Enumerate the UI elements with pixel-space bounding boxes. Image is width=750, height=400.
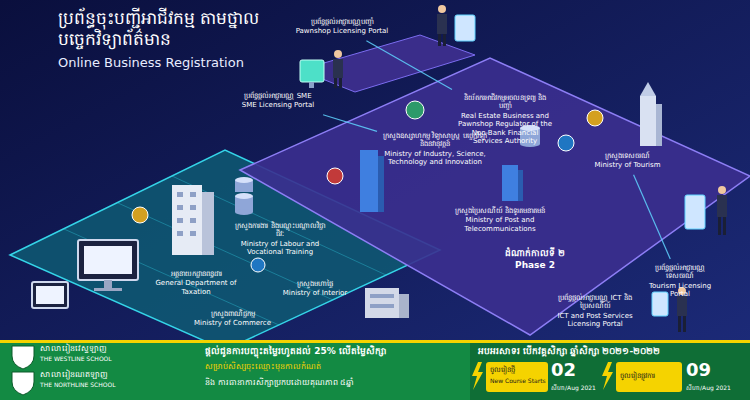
platform-shape: [240, 58, 750, 335]
subtitle: Online Business Registration: [58, 55, 278, 70]
page-title: ប្រព័ន្ធចុះបញ្ជីអាជីវកម្ម តាមថ្នាលបច្ចេក…: [58, 8, 278, 51]
school-name: THE NORTHLINE SCHOOL: [40, 382, 116, 389]
node-text: General Department of Taxation: [153, 279, 239, 296]
tourism-tower: [640, 82, 662, 146]
date-caption: ចូលរៀនផ្លូវការ: [620, 372, 655, 380]
school-name: សាលារៀនណតឡាញ: [40, 370, 108, 379]
promo-banner: [0, 340, 750, 400]
ministry-label: ក្រសួងឧស្សាហកម្ម វិទ្យាសាស្ត្រ បច្ចេកវិទ…: [380, 130, 490, 169]
node-heading: និយ័តករអាជីវកម្មអចលនទ្រព្យ និងបញ្ចាំ: [458, 94, 552, 111]
school-name: សាលារៀនវេស្ទឡាញ: [40, 344, 107, 353]
node-text: Phase 2: [495, 260, 575, 271]
ministry-label: ក្រសួងប្រៃសណីយ៍ និងទូរគមនាគមន៍Ministry o…: [450, 205, 550, 235]
promo-heading: អបអរសាទរ បើកវគ្គសិក្សា ឆ្នាំសិក្សា ២០២១-…: [478, 346, 660, 356]
office-building: [365, 288, 409, 318]
promo-text: និង ការធានាការសិក្សាប្រកបដោយគុណភាព ៥ឆ្នា…: [205, 378, 354, 387]
node-heading: ប្រព័ន្ធផ្តល់អាជ្ញាបណ្ណទេសចរណ៍: [643, 264, 717, 281]
ministry-label: ក្រសួងពាណិជ្ជកម្មMinistry of Commerce: [190, 308, 275, 330]
title-block: ប្រព័ន្ធចុះបញ្ជីអាជីវកម្ម តាមថ្នាលបច្ចេក…: [58, 8, 278, 70]
node-text: Ministry of Industry, Science, Technolog…: [383, 150, 487, 167]
ministry-label: ក្រសួងទេសចរណ៍Ministry of Tourism: [585, 150, 670, 172]
promo-text: សម្រាប់សិស្សចុះឈ្មោះមុនកាលកំណត់: [205, 362, 321, 371]
node-text: Tourism Licensing Portal: [643, 282, 717, 299]
node-heading: ក្រសួងមហាផ្ទៃ: [278, 280, 352, 288]
phase-one-platform: [10, 150, 440, 350]
date-caption: សីហា/Aug 2021: [551, 385, 596, 392]
node-heading: ក្រសួងប្រៃសណីយ៍ និងទូរគមនាគមន៍: [453, 207, 547, 215]
portal-label: ប្រព័ន្ធផ្តល់អាជ្ញាបណ្ណ SMESME Licensing…: [228, 90, 328, 112]
node-heading: ប្រព័ន្ធផ្តល់អាជ្ញាបណ្ណ SME: [231, 92, 325, 100]
department-label: អគ្គនាយកដ្ឋានពន្ធដារGeneral Department o…: [150, 268, 242, 298]
portal-label: ប្រព័ន្ធផ្តល់អាជ្ញាបណ្ណទេសចរណ៍Tourism Li…: [640, 262, 720, 301]
tower-building: [360, 150, 384, 212]
node-heading: អគ្គនាយកដ្ឋានពន្ធដារ: [153, 270, 239, 278]
computer-monitor: [32, 240, 138, 308]
date-caption: New Course Starts: [490, 378, 546, 385]
date-caption: សីហា/Aug 2021: [686, 385, 731, 392]
node-text: Ministry of Tourism: [588, 161, 667, 169]
node-heading: ប្រព័ន្ធផ្តល់អាជ្ញាបណ្ណ ICT និងប្រៃសណីយ៍: [543, 294, 647, 311]
apartment-building: [172, 185, 214, 255]
node-text: Ministry of Commerce: [193, 319, 272, 327]
node-text: SME Licensing Portal: [231, 101, 325, 109]
node-heading: ប្រព័ន្ធផ្តល់អាជ្ញាបណ្ណបញ្ចាំ: [285, 18, 399, 26]
ministry-label: ក្រសួងការងារ និងបណ្តុះបណ្តាលវិជ្ជាជីវៈMi…: [232, 220, 328, 259]
node-heading: ក្រសួងការងារ និងបណ្តុះបណ្តាលវិជ្ជាជីវៈ: [235, 222, 325, 239]
server-cylinder: [235, 177, 253, 215]
school-name: THE WESTLINE SCHOOL: [40, 356, 112, 363]
node-heading: ក្រសួងឧស្សាហកម្ម វិទ្យាសាស្ត្រ បច្ចេកវិទ…: [383, 132, 487, 149]
node-text: Ministry of Interior: [278, 289, 352, 297]
post-tower: [502, 165, 523, 201]
connector-line: [366, 41, 452, 90]
platform-label: ដំណាក់កាលទី ២Phase 2: [495, 248, 575, 272]
ministry-label: ក្រសួងមហាផ្ទៃMinistry of Interior: [275, 278, 355, 300]
node-text: Ministry of Labour and Vocational Traini…: [235, 240, 325, 257]
date-number: 09: [686, 360, 711, 381]
promo-text: ផ្តល់ជូនការបញ្ចុះតម្លៃរហូតដល់ 25% លើតម្ល…: [205, 346, 386, 356]
portal-label: ប្រព័ន្ធផ្តល់អាជ្ញាបណ្ណ ICT និងប្រៃសណីយ៍…: [540, 292, 650, 331]
node-text: Pawnshop Licensing Portal: [285, 27, 399, 35]
node-heading: ក្រសួងទេសចរណ៍: [588, 152, 667, 160]
node-heading: ដំណាក់កាលទី ២: [495, 248, 575, 259]
person-at-kiosk: [300, 50, 343, 88]
node-text: Ministry of Post and Telecommunications: [453, 216, 547, 233]
date-number: 02: [551, 360, 576, 381]
node-heading: ក្រសួងពាណិជ្ជកម្ម: [193, 310, 272, 318]
date-caption: ចូលរៀនថ្មី: [490, 366, 515, 374]
person-at-screen: [437, 5, 475, 46]
node-text: ICT and Post Services Licensing Portal: [543, 312, 647, 329]
node-text: Real Estate Business and Pawnshop Regula…: [458, 112, 552, 146]
portal-label: ប្រព័ន្ធផ្តល់អាជ្ញាបណ្ណបញ្ចាំPawnshop Li…: [282, 16, 402, 38]
